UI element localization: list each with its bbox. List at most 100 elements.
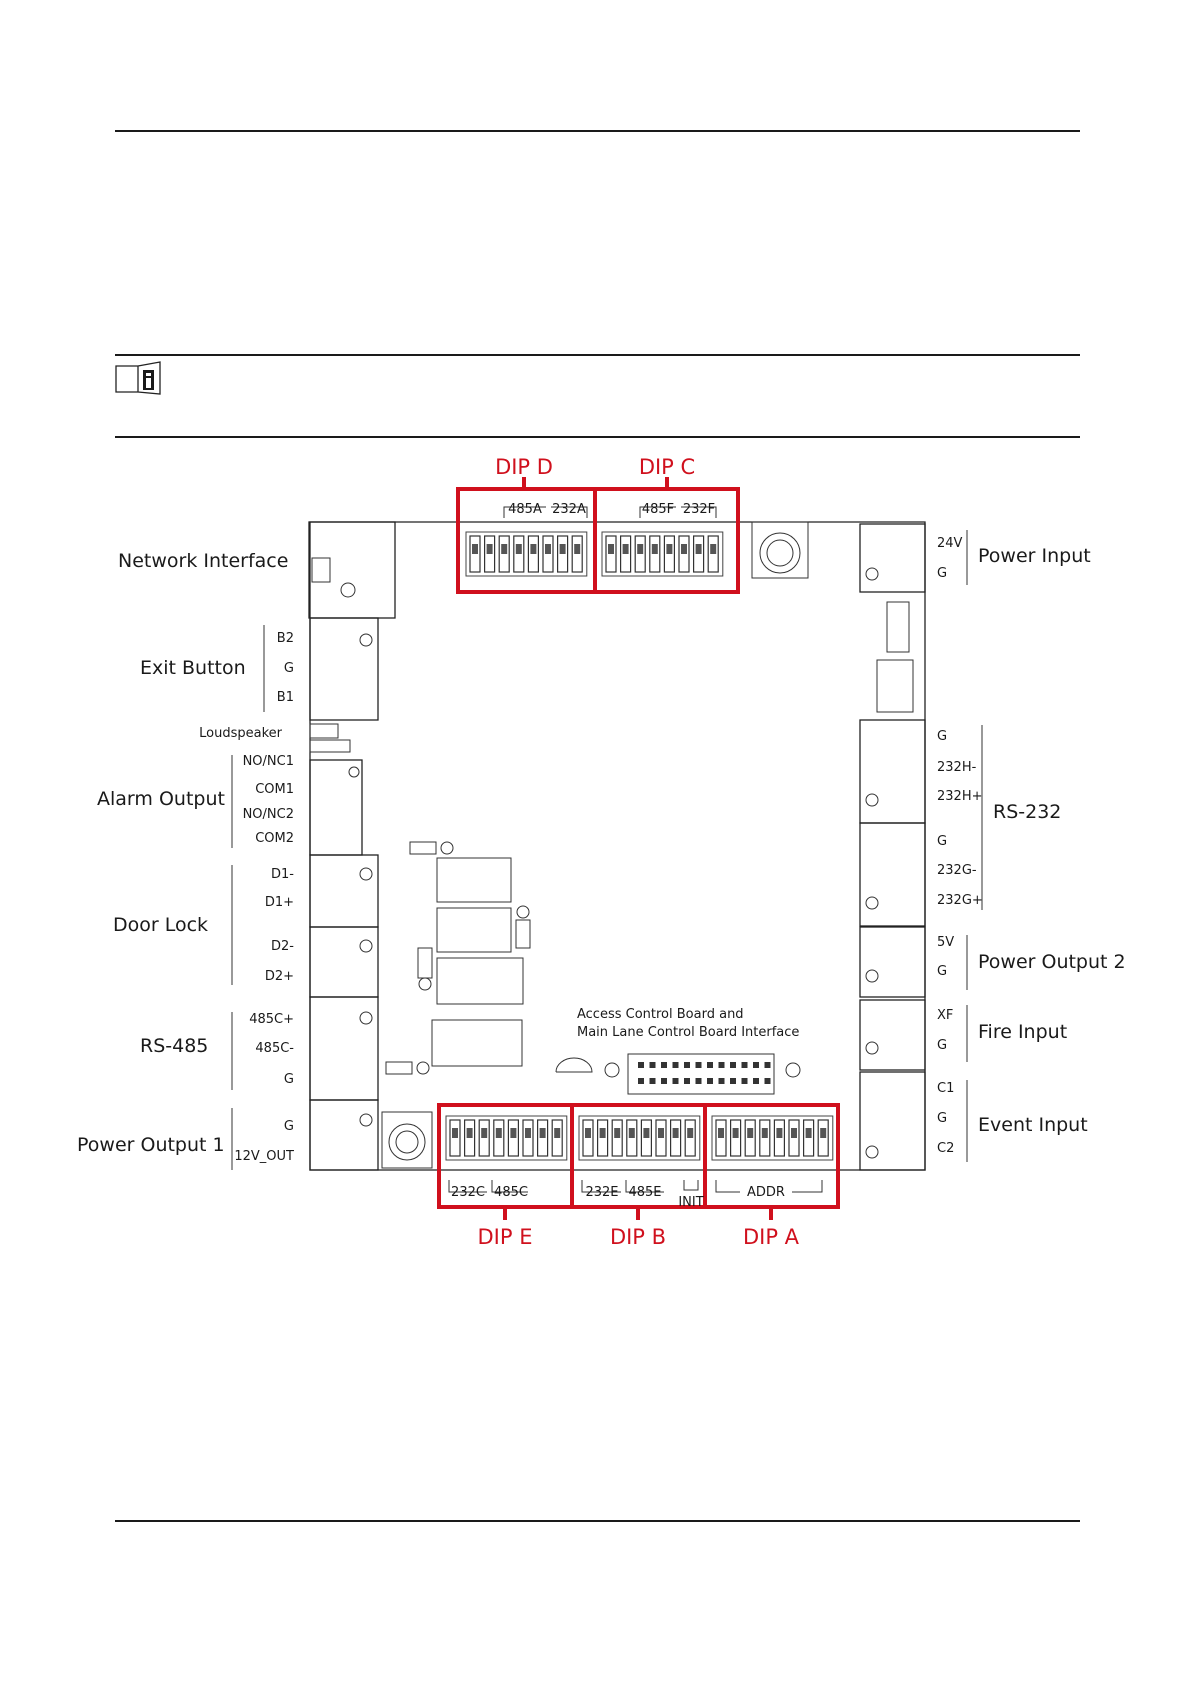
dip-b-sub-485e: 485E <box>628 1185 661 1200</box>
alarm-pin-com2: COM2 <box>255 831 294 846</box>
dip-a-switch-knob <box>805 1128 812 1138</box>
connector-pin <box>672 1078 679 1084</box>
connector-pin <box>718 1062 725 1068</box>
dip-c-sub-485f: 485F <box>642 502 674 517</box>
dip-a-switch-knob <box>776 1128 783 1138</box>
dip-c-switch <box>649 535 661 573</box>
dip-d-switch-knob <box>545 544 551 554</box>
interface-label-line1: Access Control Board and <box>577 1007 744 1022</box>
dip-e-switch-knob <box>525 1128 531 1138</box>
dip-d-switch <box>556 535 569 573</box>
dip-a-switch <box>773 1119 786 1157</box>
exit-pin-b1: B1 <box>277 690 294 705</box>
dip-a-body <box>711 1115 834 1161</box>
connector-pin <box>661 1078 667 1084</box>
dip-d-switch-knob <box>501 544 508 554</box>
dip-e-body <box>445 1115 568 1161</box>
dip-d-switch-knob <box>472 544 478 554</box>
dip-b-switch <box>655 1119 667 1157</box>
connector-pin <box>649 1078 656 1084</box>
dip-switch-bodies <box>445 531 834 1161</box>
dip-d-label: DIP D <box>495 455 553 479</box>
dip-b-switch <box>582 1119 594 1157</box>
dip-b-switch-knob <box>658 1128 664 1138</box>
connector-pin <box>638 1062 644 1068</box>
internal-components <box>385 841 801 1095</box>
dip-b-switch-knob <box>614 1128 621 1138</box>
dip-d-switch <box>469 535 481 573</box>
dip-c-switch-knob <box>608 544 614 554</box>
dip-a-switch <box>802 1119 815 1157</box>
connector-pin <box>741 1078 748 1084</box>
rs232-pin-232g-plus: 232G+ <box>937 893 983 908</box>
power-input-label: Power Input <box>978 545 1091 567</box>
dip-e-switch-knob <box>554 1128 561 1138</box>
dip-d-switch <box>513 535 525 573</box>
alarm-pin-nonc1: NO/NC1 <box>243 754 294 769</box>
dip-a-switch <box>729 1119 742 1157</box>
dip-a-switch-knob <box>791 1128 797 1138</box>
network-interface-port <box>308 521 396 619</box>
rs232-pin-232h-plus: 232H+ <box>937 789 982 804</box>
fire-input-label: Fire Input <box>978 1021 1067 1043</box>
alarm-pin-nonc2: NO/NC2 <box>243 807 294 822</box>
dip-d-body <box>465 531 588 577</box>
dip-e-switch <box>449 1119 461 1157</box>
dip-b-switch <box>684 1119 696 1157</box>
rs232-pin-232g-minus: 232G- <box>937 863 977 878</box>
exit-pin-b2: B2 <box>277 631 294 646</box>
dip-b-switch <box>596 1119 609 1157</box>
power-output-2-label: Power Output 2 <box>978 951 1126 973</box>
top-rule <box>115 130 1080 132</box>
dip-c-switch <box>663 535 676 573</box>
dip-c-switch <box>605 535 617 573</box>
power2-pin-g: G <box>937 964 947 979</box>
dip-e-switch <box>536 1119 549 1157</box>
exit-pin-g: G <box>284 661 294 676</box>
connector-pin <box>730 1078 736 1084</box>
door-pin-d2-minus: D2- <box>271 939 294 954</box>
dip-c-switch-knob <box>710 544 717 554</box>
connector-pin <box>684 1078 690 1084</box>
dip-b-switch-knob <box>687 1128 694 1138</box>
dip-d-switch-knob <box>574 544 581 554</box>
note-bottom-rule <box>115 436 1080 438</box>
dip-e-switch-knob <box>495 1128 502 1138</box>
interface-label-line2: Main Lane Control Board Interface <box>577 1025 799 1040</box>
dip-e-label: DIP E <box>478 1225 533 1249</box>
connector-pin <box>718 1078 725 1084</box>
door-pin-d1-plus: D1+ <box>265 895 294 910</box>
dip-c-switch <box>678 535 690 573</box>
dip-b-sub-232e: 232E <box>585 1185 618 1200</box>
alarm-pin-com1: COM1 <box>255 782 294 797</box>
dip-c-switch-knob <box>651 544 658 554</box>
connector-pin <box>661 1062 667 1068</box>
dip-e-switch <box>507 1119 519 1157</box>
dip-b-switch-knob <box>585 1128 591 1138</box>
dip-e-switch <box>493 1119 505 1157</box>
dip-a-switch <box>744 1119 756 1157</box>
board-outline <box>309 521 926 1171</box>
dip-d-switch-knob <box>515 544 522 554</box>
dip-d-switch-knob <box>530 544 537 554</box>
dip-c-switch-knob <box>637 544 644 554</box>
rs485-label: RS-485 <box>140 1035 208 1057</box>
door-pin-d2-plus: D2+ <box>265 969 294 984</box>
connector-pin <box>764 1062 771 1068</box>
dip-e-switch-knob <box>481 1128 488 1138</box>
connector-pin <box>684 1062 690 1068</box>
fire-pin-xf: XF <box>937 1008 953 1023</box>
dip-c-switch-knob <box>695 544 702 554</box>
power-output-1-label: Power Output 1 <box>77 1134 225 1156</box>
dip-e-switch-knob <box>510 1128 517 1138</box>
dip-c-switch-knob <box>681 544 687 554</box>
dip-b-switch-knob <box>599 1128 606 1138</box>
dip-c-body <box>601 531 724 577</box>
connector-pin <box>730 1062 736 1068</box>
fire-pin-g: G <box>937 1038 947 1053</box>
note-top-rule <box>115 354 1080 356</box>
dip-a-label: DIP A <box>743 1225 800 1249</box>
right-terminal-blocks <box>751 521 926 1171</box>
dip-b-switch-knob <box>672 1128 679 1138</box>
